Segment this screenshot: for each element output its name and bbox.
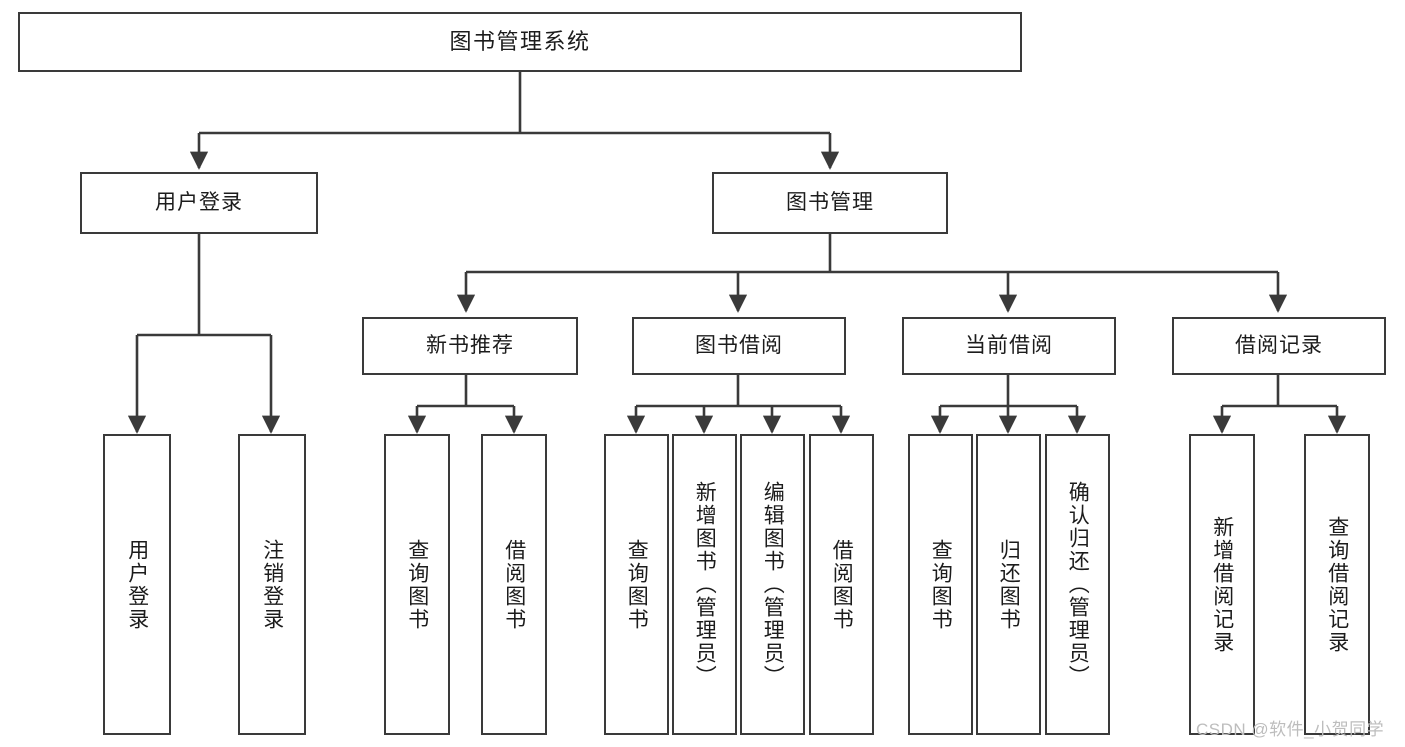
leaf-add-book[interactable]: 新增图书（管理员）: [672, 434, 737, 735]
leaf-return-book[interactable]: 归还图书: [976, 434, 1041, 735]
node-label: 查询借阅记录: [1325, 515, 1349, 654]
node-label: 查询图书: [929, 538, 953, 631]
node-label: 借阅图书: [502, 538, 526, 631]
node-label: 借阅记录: [1235, 333, 1323, 357]
leaf-confirm-return[interactable]: 确认归还（管理员）: [1045, 434, 1110, 735]
leaf-query-record[interactable]: 查询借阅记录: [1304, 434, 1370, 735]
node-label: 用户登录: [125, 538, 149, 631]
node-new-book-recommend[interactable]: 新书推荐: [362, 317, 578, 375]
node-book-management[interactable]: 图书管理: [712, 172, 948, 234]
node-label: 编辑图书（管理员）: [761, 481, 785, 688]
node-label: 确认归还（管理员）: [1066, 481, 1090, 688]
node-label: 新书推荐: [426, 333, 514, 357]
leaf-borrow-book-1[interactable]: 借阅图书: [481, 434, 547, 735]
node-current-borrow[interactable]: 当前借阅: [902, 317, 1116, 375]
leaf-add-record[interactable]: 新增借阅记录: [1189, 434, 1255, 735]
node-label: 归还图书: [997, 538, 1021, 631]
leaf-borrow-book-2[interactable]: 借阅图书: [809, 434, 874, 735]
leaf-logout[interactable]: 注销登录: [238, 434, 306, 735]
leaf-edit-book[interactable]: 编辑图书（管理员）: [740, 434, 805, 735]
watermark-text: CSDN @软件_小贺同学: [1196, 720, 1385, 739]
node-label: 查询图书: [625, 538, 649, 631]
node-label: 图书管理系统: [449, 29, 591, 55]
node-label: 用户登录: [155, 190, 243, 214]
node-borrow-record[interactable]: 借阅记录: [1172, 317, 1386, 375]
node-root-library-management-system[interactable]: 图书管理系统: [18, 12, 1022, 72]
node-label: 查询图书: [405, 538, 429, 631]
leaf-query-book-1[interactable]: 查询图书: [384, 434, 450, 735]
leaf-query-book-2[interactable]: 查询图书: [604, 434, 669, 735]
node-user-login[interactable]: 用户登录: [80, 172, 318, 234]
node-label: 新增借阅记录: [1210, 515, 1234, 654]
node-label: 新增图书（管理员）: [693, 481, 717, 688]
leaf-query-book-3[interactable]: 查询图书: [908, 434, 973, 735]
leaf-user-login[interactable]: 用户登录: [103, 434, 171, 735]
node-label: 注销登录: [260, 538, 284, 631]
node-label: 借阅图书: [830, 538, 854, 631]
node-label: 当前借阅: [965, 333, 1053, 357]
node-label: 图书借阅: [695, 333, 783, 357]
node-book-borrow[interactable]: 图书借阅: [632, 317, 846, 375]
node-label: 图书管理: [786, 190, 874, 214]
